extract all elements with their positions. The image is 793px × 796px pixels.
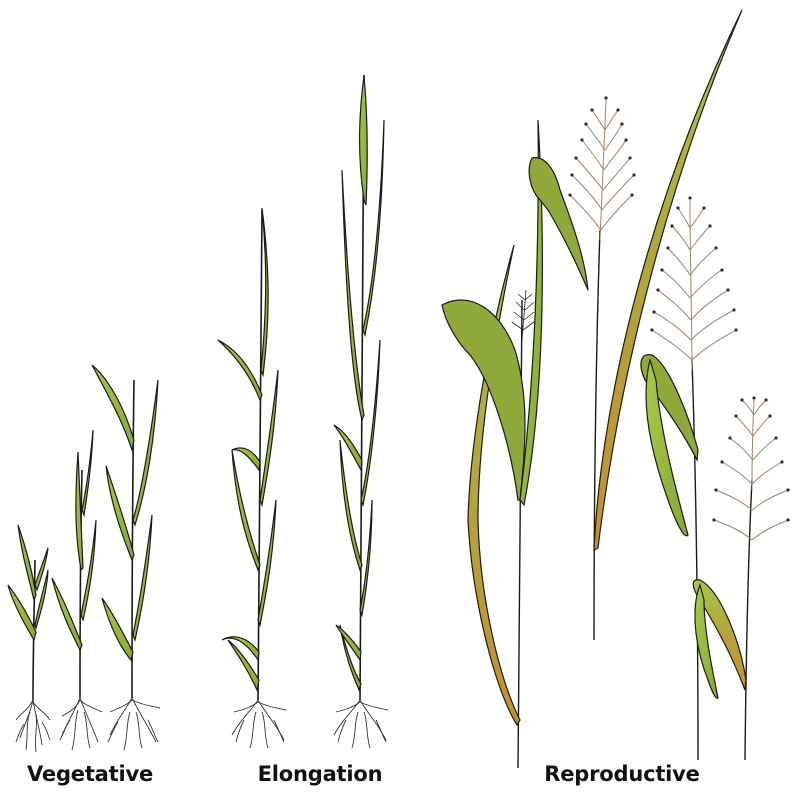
vegetative-plant-large [92,365,160,750]
elongation-roots-1 [232,700,286,748]
elongation-plants [218,75,388,748]
panicle-right-lower [714,400,788,540]
reproductive-plant-left [442,120,588,768]
elongation-plant-tall [334,75,388,748]
vegetative-roots-3 [108,698,160,750]
stage-label-elongation: Elongation [258,762,383,786]
panicle-middle [570,100,634,240]
small-spike [512,290,534,340]
vegetative-plant-small [8,525,50,752]
reproductive-plant-middle [568,10,742,640]
vegetative-plants [8,365,160,752]
reproductive-plants [442,10,790,768]
vegetative-plant-medium [52,430,102,750]
vegetative-roots-2 [60,698,102,750]
reproductive-plant-right-lower [693,396,789,760]
elongation-plant-medium [218,208,286,748]
stage-label-vegetative: Vegetative [27,762,153,786]
vegetative-roots-1 [16,700,50,752]
reproductive-plant-right-upper [641,196,738,760]
stage-label-reproductive: Reproductive [544,762,699,786]
elongation-roots-2 [334,700,388,748]
